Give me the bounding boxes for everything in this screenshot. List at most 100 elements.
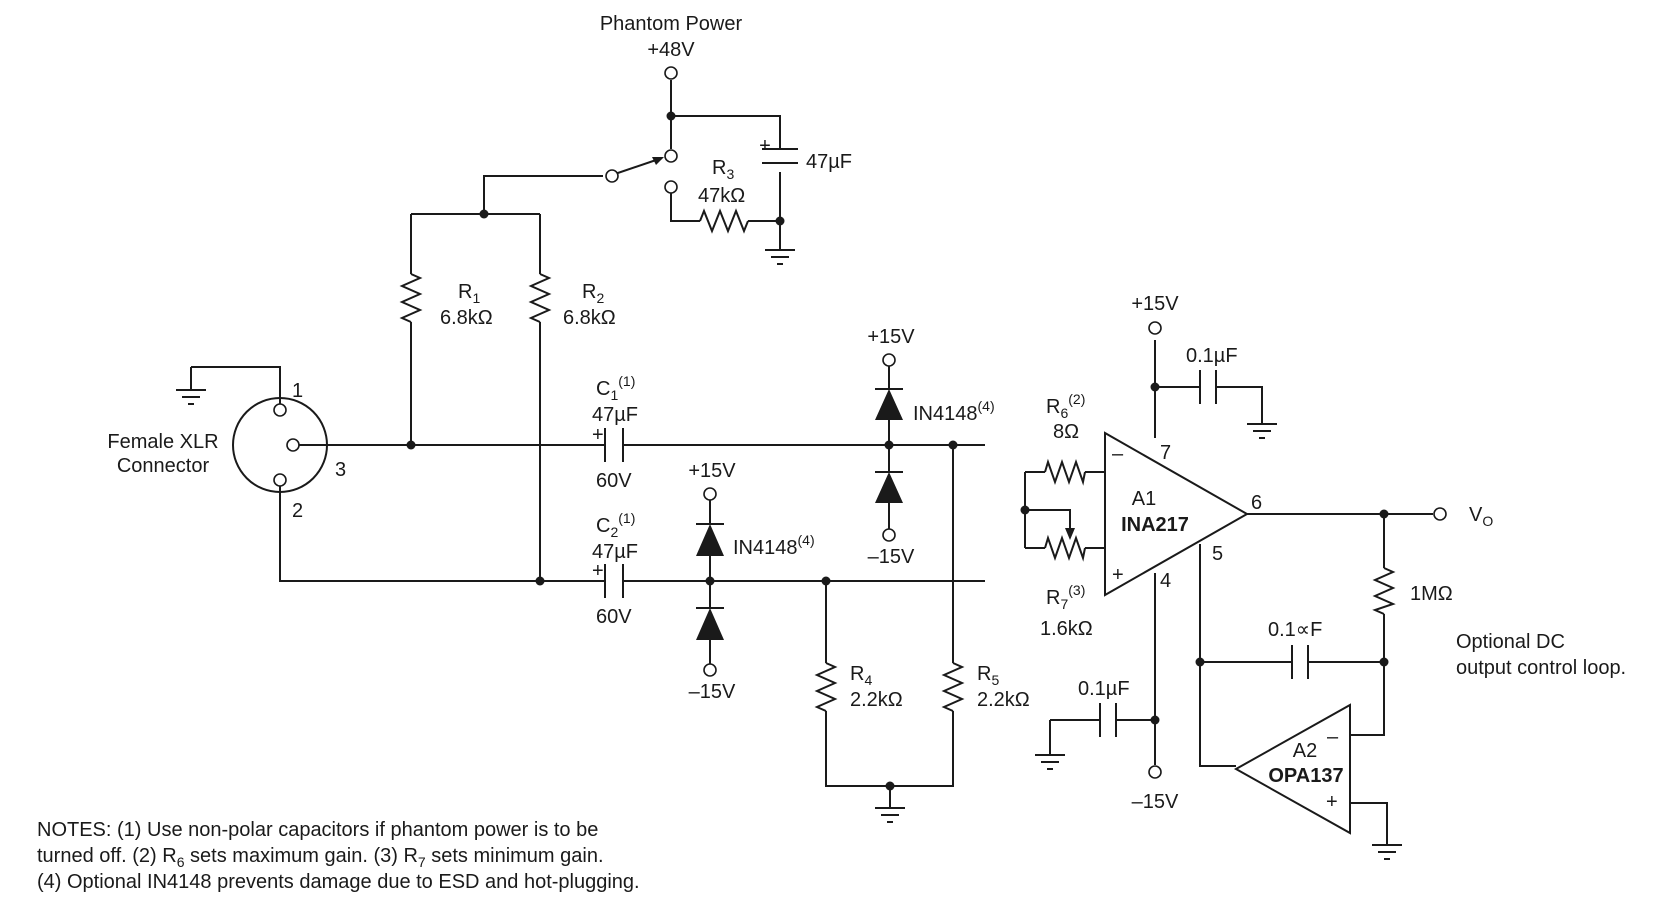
- switch-arrow-icon: [652, 157, 664, 165]
- junction-dot: [1020, 505, 1030, 515]
- a1-inv: –: [1112, 443, 1124, 465]
- diode-top-upper: [875, 388, 903, 420]
- xlr-connector: [232, 397, 328, 493]
- r2-value: 6.8kΩ: [563, 307, 616, 329]
- switch-contact-bottom: [664, 180, 678, 194]
- capacitor-loop: [1291, 645, 1309, 679]
- resistor-r5: [941, 662, 965, 712]
- notes: NOTES: (1) Use non-polar capacitors if p…: [37, 819, 640, 893]
- capacitor-c3: [762, 148, 798, 164]
- junction-dot: [406, 440, 416, 450]
- minus15-terminal: [703, 663, 717, 677]
- resistor-r7: [1044, 534, 1086, 562]
- a1-bypass-neg: 0.1µF: [1078, 678, 1130, 700]
- r6-value: 8Ω: [1053, 421, 1079, 443]
- xlr-pin-1: [273, 403, 287, 417]
- junction-dot: [1150, 715, 1160, 725]
- junction-dot: [885, 781, 895, 791]
- r3-value: 47kΩ: [698, 185, 745, 207]
- capacitors: [604, 148, 1309, 737]
- r7-name: R7(3): [1046, 582, 1085, 612]
- a1-pin7: 7: [1160, 442, 1171, 464]
- a1-part: INA217: [1121, 514, 1189, 536]
- opamp-a1-body: [1104, 431, 1250, 597]
- loop-cap: 0.1∝F: [1268, 619, 1322, 641]
- ground-icon: [1372, 844, 1402, 860]
- ground-icon: [176, 389, 206, 405]
- a2-part: OPA137: [1268, 765, 1343, 787]
- capacitor-bypass-pos: [1199, 370, 1217, 404]
- resistor-r1: [399, 273, 423, 323]
- junction-dot: [775, 216, 785, 226]
- junction-dot: [479, 209, 489, 219]
- r2-name: R2: [582, 281, 604, 306]
- a1-supply-pos: +15V: [1131, 293, 1179, 315]
- resistor-r3: [699, 208, 749, 234]
- ground-icon: [765, 249, 795, 265]
- junction-dot: [705, 576, 715, 586]
- junction-dot: [1379, 657, 1389, 667]
- r7-value: 1.6kΩ: [1040, 618, 1093, 640]
- capacitor-c1: [604, 428, 624, 462]
- ground-icon: [1035, 754, 1065, 770]
- d-bot-rail-neg: –15V: [689, 681, 736, 703]
- a1-supply-neg: –15V: [1132, 791, 1179, 813]
- vo-label: VO: [1469, 504, 1493, 529]
- r1-name: R1: [458, 281, 480, 306]
- junction-dot: [1150, 382, 1160, 392]
- junction-dot: [821, 576, 831, 586]
- r3-name: R3: [712, 157, 734, 182]
- switch-pivot: [605, 169, 619, 183]
- junction-dots: [406, 111, 1389, 791]
- plus15-terminal: [703, 487, 717, 501]
- r1-value: 6.8kΩ: [440, 307, 493, 329]
- plus15-terminal: [1148, 321, 1162, 335]
- a2-ref: A2: [1293, 740, 1317, 762]
- ground-symbols: [176, 249, 1402, 860]
- junction-dot: [884, 440, 894, 450]
- junction-dot: [666, 111, 676, 121]
- xlr-body: [232, 397, 328, 493]
- c2-voltage: 60V: [596, 606, 632, 628]
- d-top-part: IN4148(4): [913, 398, 995, 425]
- d-bot-part: IN4148(4): [733, 532, 815, 559]
- r5-value: 2.2kΩ: [977, 689, 1030, 711]
- xlr-pin1-label: 1: [292, 380, 303, 402]
- diode-top-lower: [875, 471, 903, 503]
- a1-pin5: 5: [1212, 543, 1223, 565]
- load-value: 1MΩ: [1410, 583, 1453, 605]
- d-bot-rail-pos: +15V: [688, 460, 736, 482]
- resistor-r2: [528, 273, 552, 323]
- a1-pin6: 6: [1251, 492, 1262, 514]
- xlr-pin-3: [286, 438, 300, 452]
- minus15-terminal: [1148, 765, 1162, 779]
- c1-polarity: +: [592, 424, 604, 446]
- xlr-label-line1: Female XLR: [107, 431, 218, 453]
- a2-inv: –: [1327, 726, 1339, 748]
- junction-dot: [535, 576, 545, 586]
- a1-pin4: 4: [1160, 570, 1171, 592]
- opamp-a2-body: [1233, 703, 1351, 835]
- plus15-terminal: [882, 353, 896, 367]
- phantom-title: Phantom Power: [600, 13, 743, 35]
- loop-caption-line2: output control loop.: [1456, 657, 1626, 679]
- a1-bypass-pos: 0.1µF: [1186, 345, 1238, 367]
- notes-line2: turned off. (2) R6 sets maximum gain. (3…: [37, 845, 604, 870]
- diode-bottom-upper: [696, 523, 724, 556]
- r4-value: 2.2kΩ: [850, 689, 903, 711]
- resistors: [399, 208, 1396, 712]
- c2-value: 47µF: [592, 541, 638, 563]
- resistor-1m: [1372, 567, 1396, 615]
- junction-dot: [1379, 509, 1389, 519]
- xlr-pin-2: [273, 473, 287, 487]
- c3-polarity: +: [759, 135, 771, 157]
- wires: [190, 80, 1433, 845]
- junction-dot: [1195, 657, 1205, 667]
- capacitor-c2: [604, 564, 624, 598]
- c2-polarity: +: [592, 560, 604, 582]
- c1-value: 47µF: [592, 404, 638, 426]
- diode-bottom-lower: [696, 607, 724, 640]
- c2-name: C2(1): [596, 510, 635, 540]
- ground-icon: [875, 807, 905, 823]
